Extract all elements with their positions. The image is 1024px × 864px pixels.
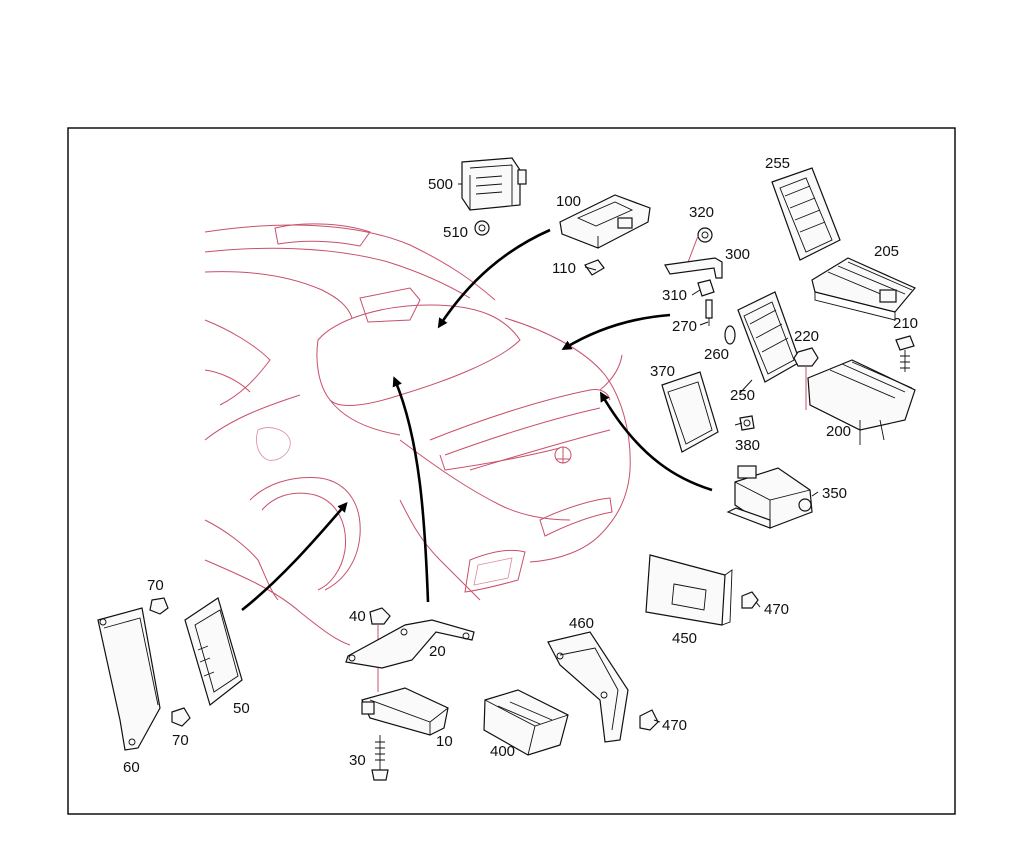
module-370 — [661, 371, 755, 453]
bracket-460 — [547, 631, 629, 743]
callout-350: 350 — [822, 485, 847, 502]
callout-110: 110 — [552, 260, 576, 277]
callout-250: 250 — [730, 387, 755, 404]
callout-210: 210 — [893, 315, 918, 332]
module-250 — [737, 291, 801, 383]
callout-400: 400 — [490, 743, 515, 760]
callout-470-upper: 470 — [764, 601, 789, 618]
callout-460: 460 — [569, 615, 594, 632]
leader-lines — [458, 183, 819, 723]
module-50 — [184, 597, 243, 707]
location-arrows — [241, 228, 713, 612]
callout-500: 500 — [428, 176, 453, 193]
module-205 — [811, 257, 916, 321]
bracket-300-group — [664, 227, 736, 345]
callout-70-lower: 70 — [172, 732, 189, 749]
callout-30: 30 — [349, 752, 366, 769]
module-10 — [361, 687, 449, 736]
callout-60: 60 — [123, 759, 140, 776]
callout-370: 370 — [650, 363, 675, 380]
callout-320: 320 — [689, 204, 714, 221]
vehicle-outline — [204, 223, 631, 646]
callout-310: 310 — [662, 287, 687, 304]
nut-220 — [793, 347, 819, 410]
callout-70-upper: 70 — [147, 577, 164, 594]
callout-100: 100 — [556, 193, 581, 210]
bolt-210 — [895, 335, 915, 372]
callout-220: 220 — [794, 328, 819, 345]
callout-470-lower: 470 — [662, 717, 687, 734]
module-255 — [771, 167, 841, 261]
callout-20: 20 — [429, 643, 446, 660]
module-200 — [807, 359, 916, 445]
callout-260: 260 — [704, 346, 729, 363]
bolt-30 — [371, 735, 389, 781]
nut-70 — [149, 597, 191, 727]
callout-450: 450 — [672, 630, 697, 647]
callout-200: 200 — [826, 423, 851, 440]
callout-510: 510 — [443, 224, 468, 241]
callout-40: 40 — [349, 608, 366, 625]
callout-labels: 500 510 100 110 320 300 310 270 260 255 … — [123, 155, 918, 776]
diagram-frame — [67, 127, 956, 815]
module-100 — [559, 194, 651, 276]
callout-50: 50 — [233, 700, 250, 717]
module-350 — [726, 465, 813, 529]
callout-10: 10 — [436, 733, 453, 750]
module-500 — [461, 157, 527, 236]
mount-plate-20 — [345, 607, 475, 692]
callout-270: 270 — [672, 318, 697, 335]
callout-255: 255 — [765, 155, 790, 172]
callout-380: 380 — [735, 437, 760, 454]
bracket-60 — [97, 607, 161, 751]
module-400 — [483, 689, 569, 756]
callout-300: 300 — [725, 246, 750, 263]
callout-205: 205 — [874, 243, 899, 260]
bracket-450 — [639, 554, 759, 731]
